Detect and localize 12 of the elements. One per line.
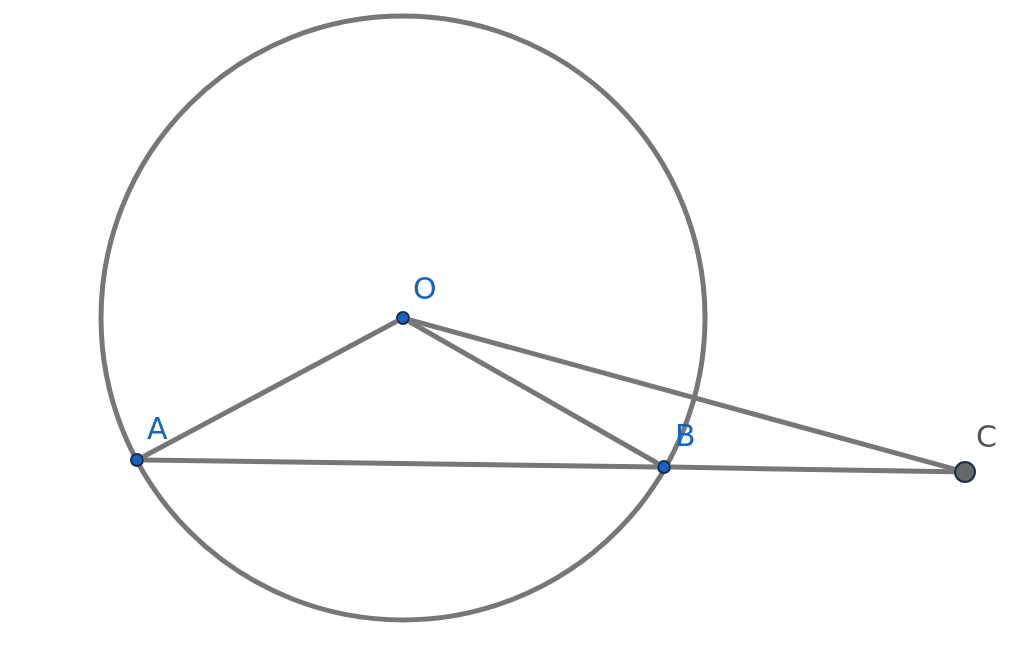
- point: [954, 461, 976, 483]
- line-segment: [409, 317, 956, 472]
- line-segment: [407, 319, 660, 466]
- line-segment: [670, 464, 955, 475]
- point-label: C: [976, 420, 997, 454]
- line-segment: [143, 457, 658, 470]
- line-segment: [142, 319, 398, 459]
- point: [657, 460, 671, 474]
- point-label: O: [413, 272, 437, 306]
- point: [130, 453, 144, 467]
- point-label: A: [147, 412, 168, 446]
- point: [396, 311, 410, 325]
